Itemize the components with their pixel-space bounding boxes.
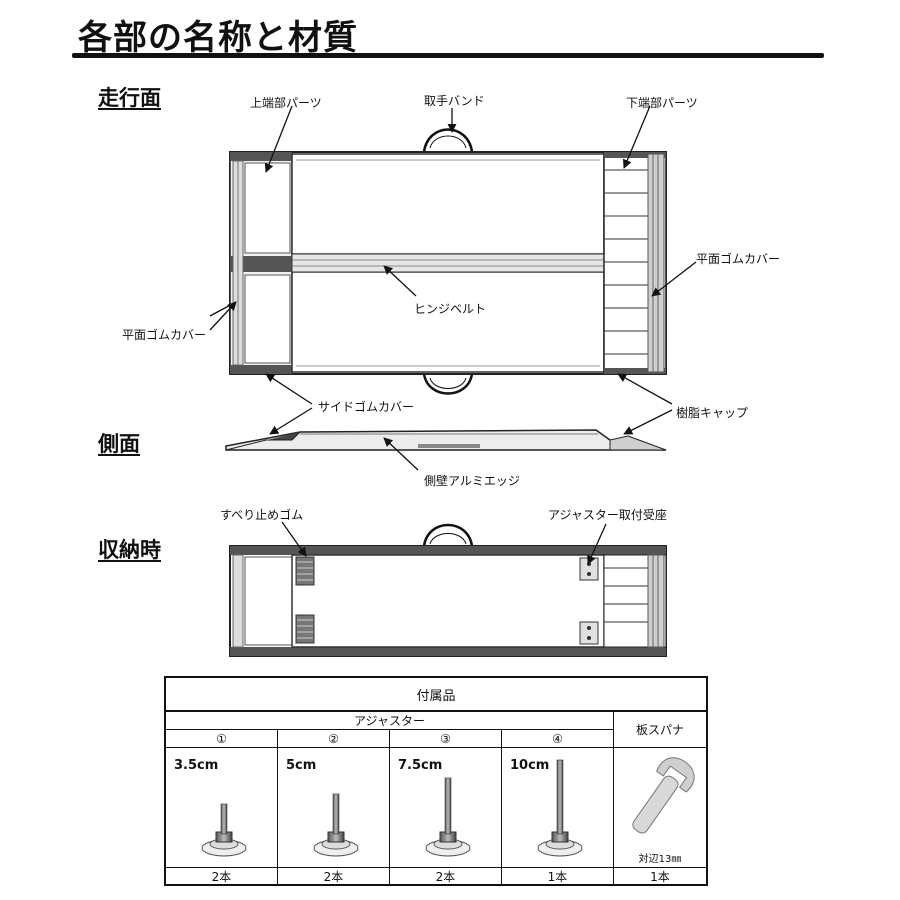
adjuster-icon: [201, 803, 247, 857]
adjuster-size-3: 7.5cm: [398, 758, 443, 773]
adjuster-icon: [537, 759, 583, 857]
handle-band-bottom: [422, 373, 474, 395]
adjuster-qty-2: 2本: [278, 868, 390, 884]
adjuster-size-2: 5cm: [286, 758, 317, 773]
ramp-diagram: [209, 105, 697, 657]
section-side: 側面: [98, 432, 140, 456]
page-title: 各部の名称と材質: [78, 18, 358, 58]
wrench-spec: 対辺13㎜: [638, 854, 682, 865]
adjuster-num-1: ①: [166, 730, 278, 748]
label-lower-end-part: 下端部パーツ: [626, 96, 698, 110]
adjuster-qty-3: 2本: [390, 868, 502, 884]
adjuster-cell-4: [502, 748, 614, 868]
upper-end-part: [229, 151, 293, 375]
storage-view: [229, 523, 667, 657]
wrench-cell: [614, 748, 706, 868]
label-upper-end-part: 上端部パーツ: [250, 96, 322, 110]
label-side-wall-aluminum-edge: 側壁アルミエッジ: [424, 474, 520, 488]
hinge-belt: [291, 253, 605, 273]
accessories-header: 付属品: [166, 678, 706, 712]
running-surface-view: [229, 128, 667, 395]
wrench-header: 板スパナ: [614, 712, 706, 748]
adjuster-qty-1: 2本: [166, 868, 278, 884]
label-flat-rubber-cover-right: 平面ゴムカバー: [696, 252, 781, 266]
adjuster-size-4: 10cm: [510, 758, 550, 773]
side-view: [225, 429, 667, 451]
label-side-rubber-cover: サイドゴムカバー: [318, 400, 415, 414]
adjuster-num-4: ④: [502, 730, 614, 748]
adjuster-cell-1: [166, 748, 278, 868]
adjuster-drawings: [201, 759, 583, 857]
label-hinge-belt: ヒンジベルト: [414, 302, 487, 316]
adjuster-num-3: ③: [390, 730, 502, 748]
adjuster-header: アジャスター: [166, 712, 614, 730]
leader-arrows: [209, 105, 697, 565]
label-adjuster-mount-seat: アジャスター取付受座: [548, 508, 667, 522]
anti-slip-rubber-pad: [295, 556, 315, 586]
section-storage: 収納時: [98, 538, 161, 562]
label-flat-rubber-cover-left: 平面ゴムカバー: [122, 328, 207, 342]
wrench-icon: [632, 757, 695, 834]
accessories-table: 付属品 アジャスター 板スパナ ① ② ③ ④ 3.5cm 5cm 7.5cm …: [164, 676, 708, 886]
adjuster-icon: [425, 777, 471, 857]
adjuster-mount-seat: [579, 621, 599, 645]
adjuster-num-2: ②: [278, 730, 390, 748]
label-handle-band: 取手バンド: [424, 94, 485, 108]
label-resin-cap: 樹脂キャップ: [676, 406, 749, 420]
section-running-surface: 走行面: [98, 86, 161, 110]
adjuster-icon: [313, 793, 359, 857]
adjuster-cell-3: [390, 748, 502, 868]
adjuster-qty-4: 1本: [502, 868, 614, 884]
adjuster-size-1: 3.5cm: [174, 758, 219, 773]
handle-band-top: [422, 128, 474, 153]
label-anti-slip-rubber: すべり止めゴム: [220, 508, 304, 522]
anti-slip-rubber-pad: [295, 614, 315, 644]
lower-end-part: [603, 151, 667, 375]
title-underline: [72, 53, 824, 58]
wrench-qty: 1本: [650, 869, 670, 884]
adjuster-cell-2: [278, 748, 390, 868]
